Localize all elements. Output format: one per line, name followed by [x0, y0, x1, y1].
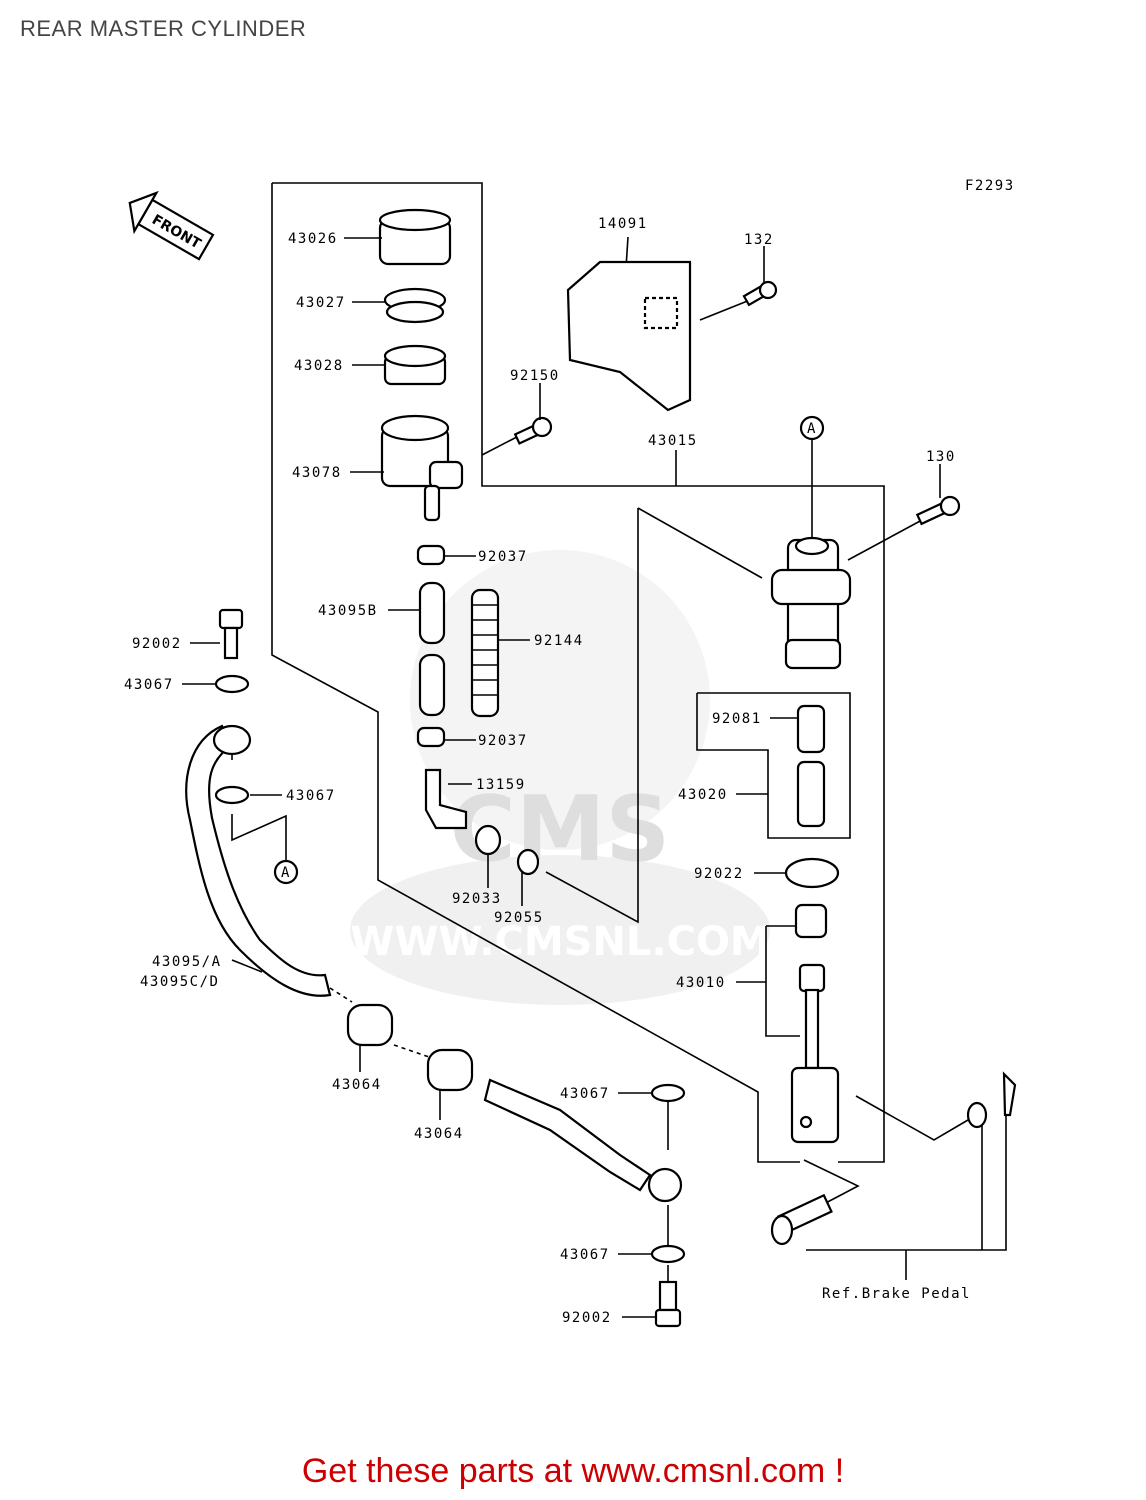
part-brake-hose[interactable] [185, 724, 332, 997]
part-washer-lower-b[interactable] [650, 1244, 686, 1264]
label-92002-upper[interactable]: 92002 [132, 636, 182, 652]
part-washer-pedal[interactable] [966, 1101, 988, 1129]
assembly-outline [231, 182, 1007, 1282]
leader-lines [182, 237, 941, 1318]
label-92022[interactable]: 92022 [694, 866, 744, 882]
part-bolt-130[interactable] [915, 495, 961, 526]
callout-marker-a-lower: A [273, 859, 299, 885]
label-92037-upper[interactable]: 92037 [478, 549, 528, 565]
part-diaphragm-plate[interactable] [383, 287, 447, 324]
label-92144[interactable]: 92144 [534, 633, 584, 649]
svg-text:A: A [281, 865, 291, 881]
svg-text:A: A [807, 421, 817, 437]
label-43095b[interactable]: 43095B [318, 603, 378, 619]
part-clamp-lower[interactable] [416, 726, 446, 748]
label-43067-a[interactable]: 43067 [124, 677, 174, 693]
label-43027[interactable]: 43027 [296, 295, 346, 311]
part-reservoir-cover[interactable] [566, 260, 692, 412]
part-reservoir-cap[interactable] [378, 208, 452, 266]
part-o-ring-92055[interactable] [516, 848, 540, 876]
watermark-url-text: WWW.CMSNL.COM [350, 919, 770, 965]
part-bolt-92150[interactable] [513, 416, 553, 445]
label-43010[interactable]: 43010 [676, 975, 726, 991]
label-43028[interactable]: 43028 [294, 358, 344, 374]
part-labels: 43026 43027 43028 43078 14091 132 92150 … [124, 216, 971, 1326]
part-piston-kit-43020[interactable] [796, 760, 826, 828]
part-grommet-lower[interactable] [426, 1048, 474, 1092]
figure-code: F2293 [965, 178, 1015, 194]
label-92002-lower[interactable]: 92002 [562, 1310, 612, 1326]
part-elbow-fitting[interactable] [424, 768, 468, 830]
label-43067-d[interactable]: 43067 [560, 1247, 610, 1263]
label-43067-c[interactable]: 43067 [560, 1086, 610, 1102]
label-43067-b[interactable]: 43067 [286, 788, 336, 804]
ref-brake-pedal-note: Ref.Brake Pedal [822, 1286, 971, 1302]
front-arrow-icon: FRONT [128, 190, 215, 261]
label-92033[interactable]: 92033 [452, 891, 502, 907]
label-43026[interactable]: 43026 [288, 231, 338, 247]
part-diaphragm[interactable] [383, 344, 447, 386]
label-92081[interactable]: 92081 [712, 711, 762, 727]
page-title: REAR MASTER CYLINDER [20, 16, 307, 41]
label-92150[interactable]: 92150 [510, 368, 560, 384]
part-banjo-bolt-upper[interactable] [218, 608, 244, 660]
watermark: CMS WWW.CMSNL.COM [350, 550, 770, 1005]
part-piston-kit-92081[interactable] [796, 704, 826, 754]
part-washer-lower-a[interactable] [650, 1083, 686, 1103]
part-bolt-132[interactable] [742, 280, 778, 307]
part-washer-upper-b[interactable] [214, 785, 250, 805]
label-43078[interactable]: 43078 [292, 465, 342, 481]
label-132[interactable]: 132 [744, 232, 774, 248]
callout-marker-a-upper: A [799, 415, 825, 441]
part-washer-upper-a[interactable] [214, 674, 250, 694]
label-43064-a[interactable]: 43064 [332, 1077, 382, 1093]
part-snap-ring-92022[interactable] [784, 857, 840, 889]
part-clevis-pin[interactable] [770, 1193, 833, 1246]
part-cotter-pin[interactable] [1002, 1071, 1017, 1117]
part-reservoir-tank[interactable] [380, 414, 464, 522]
label-92055[interactable]: 92055 [494, 910, 544, 926]
footer-link[interactable]: Get these parts at www.cmsnl.com ! [301, 1452, 845, 1490]
part-banjo-bolt-lower[interactable] [654, 1280, 682, 1328]
part-spring-guard[interactable] [470, 588, 500, 718]
part-grommet-upper[interactable] [346, 1003, 394, 1047]
part-master-cylinder-body[interactable] [770, 536, 852, 670]
label-43015[interactable]: 43015 [648, 433, 698, 449]
part-push-rod-assembly[interactable] [790, 903, 840, 1144]
label-43095-cd[interactable]: 43095C/D [140, 974, 219, 990]
part-hose-43095b[interactable] [418, 581, 446, 717]
label-43064-b[interactable]: 43064 [414, 1126, 464, 1142]
label-14091[interactable]: 14091 [598, 216, 648, 232]
part-hose-lower[interactable] [483, 1078, 683, 1203]
label-43095-a[interactable]: 43095/A [152, 954, 222, 970]
part-snap-ring-92033[interactable] [474, 824, 502, 856]
label-43020[interactable]: 43020 [678, 787, 728, 803]
label-130[interactable]: 130 [926, 449, 956, 465]
label-13159[interactable]: 13159 [476, 777, 526, 793]
label-92037-lower[interactable]: 92037 [478, 733, 528, 749]
part-clamp-upper[interactable] [416, 544, 446, 566]
